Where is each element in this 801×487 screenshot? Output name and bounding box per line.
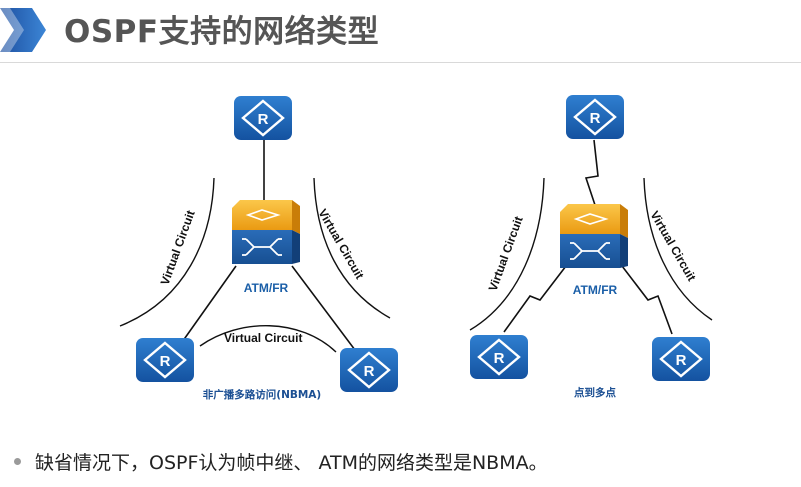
left-circuit-curve-right — [313, 177, 391, 319]
right-circuit-label-left: Virtual Circuit — [486, 215, 526, 294]
note-text: 缺省情况下，OSPF认为帧中继、 ATM的网络类型是NBMA。 — [35, 452, 548, 474]
left-router-top[interactable] — [232, 94, 294, 142]
title-chevron-icon — [0, 8, 46, 52]
right-link-bottom-left — [503, 265, 567, 333]
title-divider — [0, 62, 801, 63]
right-router-bottom-right[interactable] — [650, 335, 712, 383]
right-router-top[interactable] — [564, 93, 626, 141]
right-link-top — [584, 139, 599, 209]
right-atm-switch[interactable] — [559, 203, 629, 269]
note-bullet: 缺省情况下，OSPF认为帧中继、 ATM的网络类型是NBMA。 — [14, 448, 548, 475]
left-network-label: 非广播多路访问(NBMA) — [203, 388, 321, 401]
left-circuit-label-bottom: Virtual Circuit — [224, 331, 302, 345]
left-router-bottom-left[interactable] — [134, 336, 196, 384]
left-diagram: Virtual Circuit Virtual Circuit Virtual … — [119, 94, 400, 401]
left-atm-switch[interactable] — [231, 199, 301, 265]
right-circuit-curve-left — [469, 177, 545, 331]
left-circuit-curve-left — [119, 177, 215, 327]
right-switch-label: ATM/FR — [573, 283, 618, 297]
bullet-dot-icon — [14, 458, 21, 465]
left-router-bottom-right[interactable] — [338, 346, 400, 394]
left-link-bottom-left — [179, 265, 237, 346]
right-circuit-curve-right — [643, 177, 713, 321]
left-circuit-curve-bottom — [199, 325, 337, 353]
right-diagram: Virtual Circuit Virtual Circuit ATM/FR 点… — [468, 93, 713, 399]
page-title: OSPF支持的网络类型 — [64, 14, 380, 50]
left-circuit-label-right: Virtual Circuit — [315, 207, 366, 282]
left-link-bottom-right — [291, 265, 356, 351]
left-switch-label: ATM/FR — [244, 281, 289, 295]
right-network-label: 点到多点 — [574, 386, 616, 399]
right-router-bottom-left[interactable] — [468, 333, 530, 381]
right-circuit-label-right: Virtual Circuit — [647, 209, 698, 284]
right-link-bottom-right — [621, 265, 673, 335]
left-circuit-label-left: Virtual Circuit — [158, 209, 198, 288]
